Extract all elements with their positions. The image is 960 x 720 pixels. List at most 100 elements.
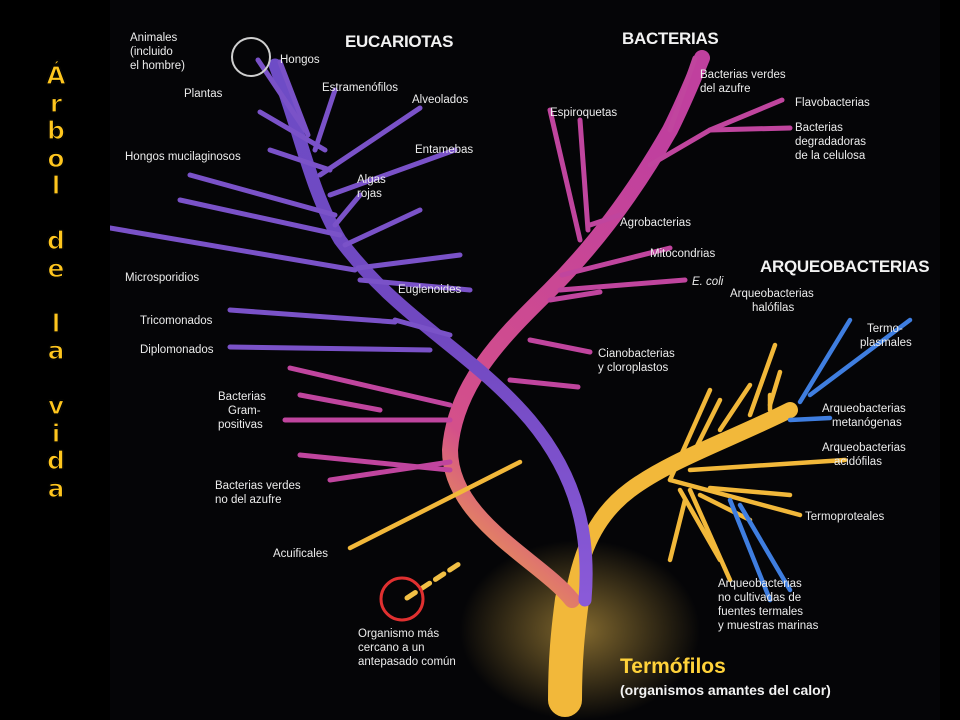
label-spirochetes: Espiroquetas <box>550 107 617 119</box>
label-ancestor: Organismo más cercano a un antepasado co… <box>358 628 456 668</box>
fungi-highlight-circle <box>231 37 271 77</box>
thermophiles-subtitle: (organismos amantes del calor) <box>620 682 831 698</box>
twig-thermoplasma <box>807 317 913 398</box>
twig-diplomonads <box>227 344 433 353</box>
twig-cellulose <box>707 125 793 133</box>
twig-microsporidia <box>110 225 358 273</box>
twig-spiro1 <box>547 107 583 243</box>
twig-tp5 <box>697 492 753 523</box>
label-stramenopiles: Estramenófilos <box>322 82 398 94</box>
title-gap <box>30 365 82 393</box>
label-entamoebae: Entamebas <box>415 144 473 156</box>
label-gram-positive: Bacterias Gram- positivas <box>218 391 269 431</box>
header-bacteria: BACTERIAS <box>622 29 718 48</box>
twig-spiro2 <box>577 117 591 233</box>
twig-ecoli <box>557 277 688 293</box>
twig-misc3 <box>392 317 453 338</box>
twig-acidophiles <box>687 457 848 473</box>
title-letter: l <box>51 171 61 200</box>
title-letter: o <box>47 143 65 173</box>
twig-thermoproteales <box>667 477 803 518</box>
twig-halophiles <box>797 317 853 405</box>
twig-ecoli2 <box>547 289 603 303</box>
trunk <box>548 583 589 717</box>
twig-uncultured <box>727 497 773 603</box>
title-letter: a <box>47 473 65 503</box>
label-cellulose: Bacterias degradadoras de la celulosa <box>795 122 869 162</box>
twig-tp6 <box>707 485 793 498</box>
label-plants: Plantas <box>184 88 223 100</box>
eukarya-stem <box>268 58 593 607</box>
twig-agro <box>587 212 623 228</box>
bacteria-twigs <box>282 55 793 483</box>
vertical-title: Á r b o l d e l a v i d a <box>30 61 82 503</box>
archaea-twigs <box>727 317 913 603</box>
twig-stramenopiles <box>312 87 338 153</box>
label-uncultured: Arqueobacterias no cultivadas de fuentes… <box>718 578 819 632</box>
label-cyanobacteria: Cianobacterias y cloroplastos <box>598 348 678 374</box>
label-red-algae: Algas rojas <box>357 174 389 200</box>
label-green-sulfur: Bacterias verdes del azufre <box>700 69 789 95</box>
twig-ther4 <box>747 342 778 418</box>
title-letter: e <box>47 253 65 283</box>
title-letter: r <box>49 88 63 118</box>
twig-tp4 <box>667 497 688 563</box>
twig-entamoebae <box>327 147 458 198</box>
twig-tp3 <box>687 487 733 583</box>
label-thermoplasma: Termo- plasmales <box>860 323 912 349</box>
label-ecoli: E. coli <box>692 276 724 288</box>
twig-euglenoids <box>355 252 463 271</box>
twig-animals <box>255 57 308 133</box>
twig-redalgae <box>332 192 363 228</box>
label-diplomonads: Diplomonados <box>140 344 214 356</box>
twig-slime2 <box>187 172 338 218</box>
title-letter: Á <box>46 61 67 90</box>
twig-trichomonads <box>227 307 398 325</box>
twig-methanogens <box>787 415 833 423</box>
twig-alveolates <box>317 105 423 178</box>
label-agrobacteria: Agrobacterias <box>620 217 691 229</box>
thermophile-twigs <box>347 342 848 583</box>
label-thermoproteales: Termoproteales <box>805 511 885 523</box>
right-border <box>940 0 960 720</box>
title-letter: a <box>47 336 65 365</box>
twig-eugl2 <box>357 277 473 293</box>
label-green-nonsulfur: Bacterias verdes no del azufre <box>215 480 304 506</box>
title-letter: d <box>46 446 65 475</box>
twig-greensulfur <box>667 55 698 133</box>
label-microsporidia: Microsporidios <box>125 272 199 284</box>
label-methanogens: Arqueobacterias metanógenas <box>822 403 909 429</box>
label-mitochondria: Mitocondrias <box>650 248 715 260</box>
label-euglenoids: Euglenoides <box>398 284 462 296</box>
twig-slime <box>267 147 333 173</box>
thermophiles-title: Termófilos <box>620 655 726 678</box>
title-letter: l <box>51 308 61 338</box>
twig-fungi <box>277 59 311 138</box>
label-halophiles: Arqueobacterias halófilas <box>730 288 817 314</box>
ancestor-link <box>404 559 465 601</box>
header-eukarya: EUCARIOTAS <box>345 32 453 51</box>
label-fungi: Hongos <box>280 54 320 66</box>
title-letter: d <box>46 226 65 255</box>
twig-gns2 <box>327 459 453 483</box>
ancestor-highlight-circle <box>379 576 425 622</box>
twig-mito <box>559 245 673 278</box>
twig-cyano <box>527 337 593 355</box>
twig-misc1 <box>177 197 343 238</box>
eukarya-twigs <box>110 57 473 353</box>
twig-ther2 <box>692 397 723 453</box>
twig-cyano2 <box>507 377 581 390</box>
title-gap <box>30 282 82 310</box>
twig-ther1 <box>667 387 713 483</box>
header-archaea: ARQUEOBACTERIAS <box>760 257 929 276</box>
title-letter: b <box>46 116 65 145</box>
twig-misc2 <box>342 207 423 248</box>
label-aquificales: Acuificales <box>273 548 328 560</box>
title-gap <box>30 200 82 228</box>
title-sidebar: Á r b o l d e l a v i d a <box>0 0 110 720</box>
label-alveolates: Alveolados <box>412 94 469 106</box>
twig-aquificales <box>347 459 523 551</box>
label-animals: Animales (incluido el hombre) <box>130 32 185 72</box>
tree-of-life-panel: EUCARIOTAS BACTERIAS ARQUEOBACTERIAS Ani… <box>110 0 940 720</box>
